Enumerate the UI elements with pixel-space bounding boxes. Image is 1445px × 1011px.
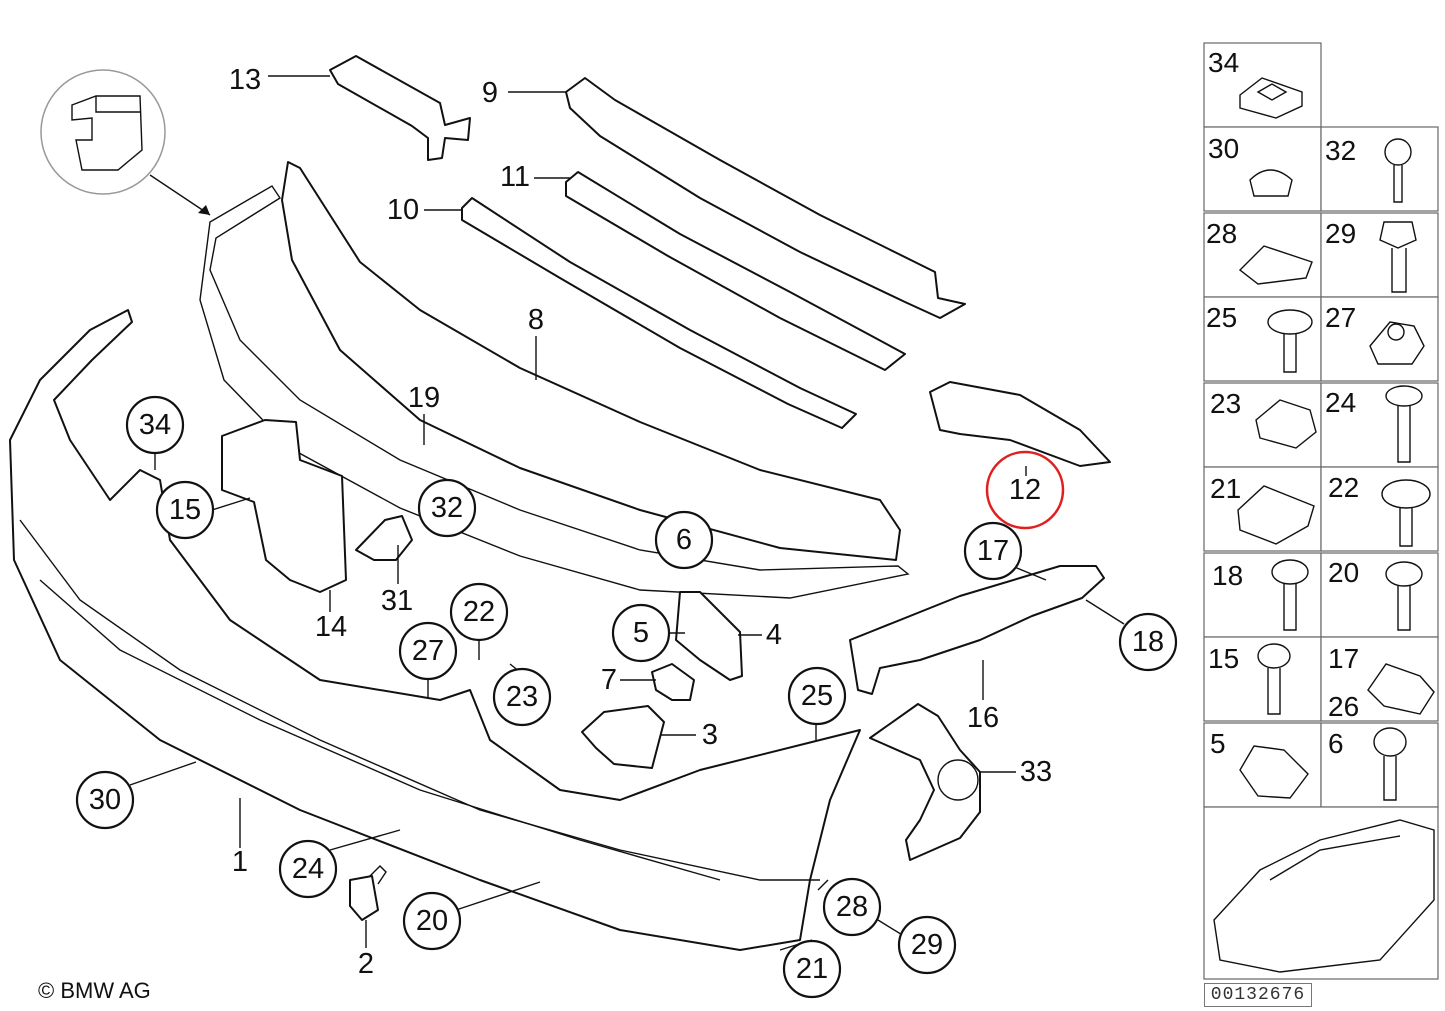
hw-clip-nut-icon — [1255, 399, 1317, 449]
callout-25-label: 25 — [801, 680, 833, 712]
hw-clip-nut-icon — [1237, 485, 1315, 545]
callout-2-label[interactable]: 2 — [358, 948, 374, 980]
callout-21[interactable]: 21 — [782, 939, 842, 999]
hw-label-25[interactable]: 25 — [1206, 302, 1237, 333]
hw-label-26[interactable]: 26 — [1328, 691, 1359, 722]
callout-20-label: 20 — [416, 905, 448, 937]
callout-34[interactable]: 34 — [125, 395, 185, 455]
callout-24-label: 24 — [292, 853, 324, 885]
detail-magnifier — [40, 69, 211, 216]
hw-clip-nut-icon — [1367, 663, 1435, 715]
hw-label-23[interactable]: 23 — [1210, 388, 1241, 419]
callout-34-label: 34 — [139, 409, 171, 441]
callout-32[interactable]: 32 — [417, 478, 477, 538]
callout-7-label[interactable]: 7 — [601, 664, 617, 696]
callout-17-label: 17 — [977, 535, 1009, 567]
car-outline-icon — [1213, 819, 1435, 973]
hw-bolt-icon — [1379, 221, 1417, 293]
hw-clip-nut-icon — [1239, 745, 1309, 799]
callout-19-label[interactable]: 19 — [408, 382, 440, 414]
hw-screw-icon — [1384, 138, 1412, 203]
callout-25[interactable]: 25 — [787, 666, 847, 726]
callout-29-label: 29 — [911, 929, 943, 961]
hw-plug-icon — [1249, 169, 1293, 197]
callout-17[interactable]: 17 — [963, 521, 1023, 581]
callout-24[interactable]: 24 — [278, 839, 338, 899]
diagram-number: 00132676 — [1204, 983, 1312, 1007]
callout-15[interactable]: 15 — [155, 480, 215, 540]
callout-8-label[interactable]: 8 — [528, 304, 544, 336]
callout-21-label: 21 — [796, 953, 828, 985]
callout-13-label[interactable]: 13 — [229, 64, 261, 96]
callout-11-label[interactable]: 11 — [500, 161, 530, 193]
callout-10-label[interactable]: 10 — [387, 194, 419, 226]
hw-label-22[interactable]: 22 — [1328, 472, 1359, 503]
callout-30-label: 30 — [89, 784, 121, 816]
callout-12[interactable]: 12 — [985, 450, 1065, 530]
hw-label-34[interactable]: 34 — [1208, 47, 1239, 78]
callout-layer: 34 15 32 6 12 17 18 22 27 23 5 25 30 24 … — [75, 64, 1178, 999]
callout-18-label: 18 — [1132, 626, 1164, 658]
callout-18[interactable]: 18 — [1118, 612, 1178, 672]
hw-screw-icon — [1373, 727, 1407, 801]
callout-23[interactable]: 23 — [492, 667, 552, 727]
callout-23-label: 23 — [506, 681, 538, 713]
callout-31-label[interactable]: 31 — [381, 585, 413, 617]
callout-12-label: 12 — [1009, 474, 1041, 506]
parts-artwork — [9, 55, 1125, 951]
hw-screw-icon — [1385, 561, 1423, 631]
callout-27[interactable]: 27 — [398, 621, 458, 681]
callout-5-label: 5 — [633, 617, 649, 649]
hw-clip-nut-icon — [1238, 245, 1313, 285]
hw-label-27[interactable]: 27 — [1325, 302, 1356, 333]
callout-28[interactable]: 28 — [822, 877, 882, 937]
hw-label-29[interactable]: 29 — [1325, 218, 1356, 249]
hw-label-20[interactable]: 20 — [1328, 557, 1359, 588]
callout-4-label[interactable]: 4 — [766, 619, 782, 651]
callout-1-label[interactable]: 1 — [232, 846, 248, 878]
callout-5[interactable]: 5 — [611, 603, 671, 663]
callout-6[interactable]: 6 — [654, 510, 714, 570]
hw-label-21[interactable]: 21 — [1210, 473, 1241, 504]
callout-33-label[interactable]: 33 — [1020, 756, 1052, 788]
callout-6-label: 6 — [676, 524, 692, 556]
hw-label-18[interactable]: 18 — [1212, 560, 1243, 591]
callout-27-label: 27 — [412, 635, 444, 667]
hw-flange-nut-icon — [1369, 321, 1425, 365]
hw-label-24[interactable]: 24 — [1325, 387, 1356, 418]
callout-20[interactable]: 20 — [402, 891, 462, 951]
callout-9-label[interactable]: 9 — [482, 77, 498, 109]
copyright-notice: © BMW AG — [38, 978, 151, 1003]
callout-15-label: 15 — [169, 494, 201, 526]
hardware-table: 34 30 32 28 29 25 27 23 24 21 22 18 20 1… — [1203, 42, 1439, 980]
hw-label-17[interactable]: 17 — [1328, 643, 1359, 674]
callout-22-label: 22 — [463, 596, 495, 628]
callout-29[interactable]: 29 — [897, 915, 957, 975]
hw-nut-cage-icon — [1239, 77, 1303, 119]
leader-lines — [129, 75, 1125, 951]
callout-30[interactable]: 30 — [75, 770, 135, 830]
callout-22[interactable]: 22 — [449, 582, 509, 642]
hw-label-15[interactable]: 15 — [1208, 643, 1239, 674]
hw-label-6[interactable]: 6 — [1328, 728, 1344, 759]
hw-screw-icon — [1381, 479, 1431, 547]
hw-screw-icon — [1385, 385, 1423, 463]
hw-screw-icon — [1267, 309, 1313, 373]
hw-label-32[interactable]: 32 — [1325, 135, 1356, 166]
callout-16-label[interactable]: 16 — [967, 702, 999, 734]
hw-label-5[interactable]: 5 — [1210, 728, 1226, 759]
callout-28-label: 28 — [836, 891, 868, 923]
callout-14-label[interactable]: 14 — [315, 611, 347, 643]
hw-screw-icon — [1271, 559, 1309, 631]
callout-3-label[interactable]: 3 — [702, 719, 718, 751]
hw-label-28[interactable]: 28 — [1206, 218, 1237, 249]
callout-32-label: 32 — [431, 492, 463, 524]
hw-screw-icon — [1257, 643, 1291, 715]
hw-label-30[interactable]: 30 — [1208, 133, 1239, 164]
